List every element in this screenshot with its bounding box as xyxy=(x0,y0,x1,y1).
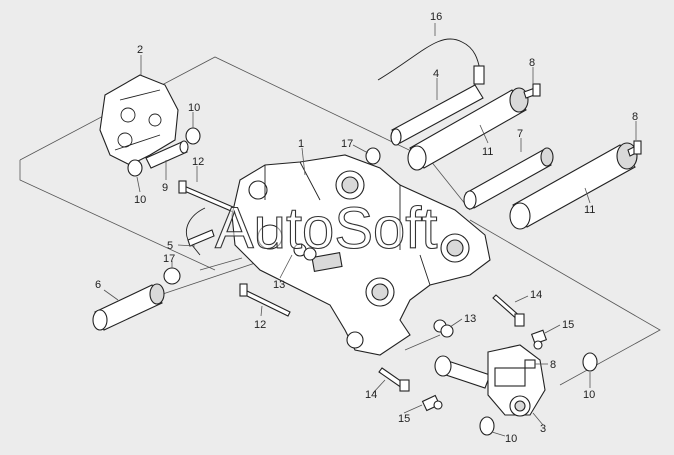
washer-10-b xyxy=(127,159,143,177)
callout-6: 6 xyxy=(95,279,101,291)
callout-11-upper: 11 xyxy=(482,146,493,158)
washer-10-c xyxy=(582,352,598,372)
callout-17-a: 17 xyxy=(163,253,175,265)
callout-14-lower: 14 xyxy=(365,389,377,401)
pin-9 xyxy=(145,140,189,169)
sleeve-6 xyxy=(92,283,165,331)
callout-10-b: 10 xyxy=(134,194,146,206)
callout-labels: 16 2 4 8 10 17 1 7 8 11 12 9 10 11 5 17 … xyxy=(95,11,638,445)
washer-10-d xyxy=(479,416,495,436)
watermark: AutoSoft xyxy=(215,196,437,261)
bolt-8-right xyxy=(627,140,642,157)
callout-14-upper: 14 xyxy=(530,289,542,301)
washer-10-a xyxy=(185,127,201,145)
callout-7: 7 xyxy=(517,128,523,140)
callout-8-lower: 8 xyxy=(550,359,556,371)
callout-13-frame: 13 xyxy=(273,279,285,291)
cylinder-3 xyxy=(434,344,546,417)
callout-2: 2 xyxy=(137,44,143,56)
nut-13-frame xyxy=(293,243,317,261)
callout-8-right: 8 xyxy=(632,111,638,123)
bracket-2 xyxy=(99,74,179,166)
bolt-12-upper xyxy=(178,180,241,215)
fitting-15-lower xyxy=(421,394,443,412)
pin-5 xyxy=(185,207,215,256)
leader-lines xyxy=(103,23,637,437)
washer-17-a xyxy=(163,267,181,285)
bolt-8-lower xyxy=(524,359,536,369)
callout-13-right: 13 xyxy=(464,313,476,325)
callout-17-b: 17 xyxy=(341,138,353,150)
callout-12-upper: 12 xyxy=(192,156,204,168)
sleeve-11-upper xyxy=(407,87,529,171)
fitting-15-upper xyxy=(530,329,548,350)
callout-10-d: 10 xyxy=(505,433,517,445)
callout-1: 1 xyxy=(298,138,304,150)
main-frame-1 xyxy=(231,154,491,356)
callout-9: 9 xyxy=(162,182,168,194)
callout-11-lower: 11 xyxy=(584,204,595,216)
pin-7 xyxy=(463,147,554,210)
callout-4: 4 xyxy=(433,68,439,80)
sleeve-11-lower xyxy=(509,142,638,230)
bolt-8-top xyxy=(523,83,541,99)
bolt-12-lower xyxy=(239,283,291,317)
callout-8-top: 8 xyxy=(529,57,535,69)
callout-16: 16 xyxy=(430,11,442,23)
callout-3: 3 xyxy=(540,423,546,435)
washer-17-b xyxy=(365,147,381,165)
callout-5: 5 xyxy=(167,240,173,252)
callout-15-upper: 15 xyxy=(562,319,574,331)
nut-13-right xyxy=(433,319,454,338)
callout-10-a: 10 xyxy=(188,102,200,114)
bolt-14-upper xyxy=(492,294,525,327)
pin-4 xyxy=(390,84,484,146)
bolt-14-lower xyxy=(378,367,410,392)
callout-10-c: 10 xyxy=(583,389,595,401)
cable-16 xyxy=(377,38,485,85)
callout-12-lower: 12 xyxy=(254,319,266,331)
callout-15-lower: 15 xyxy=(398,413,410,425)
